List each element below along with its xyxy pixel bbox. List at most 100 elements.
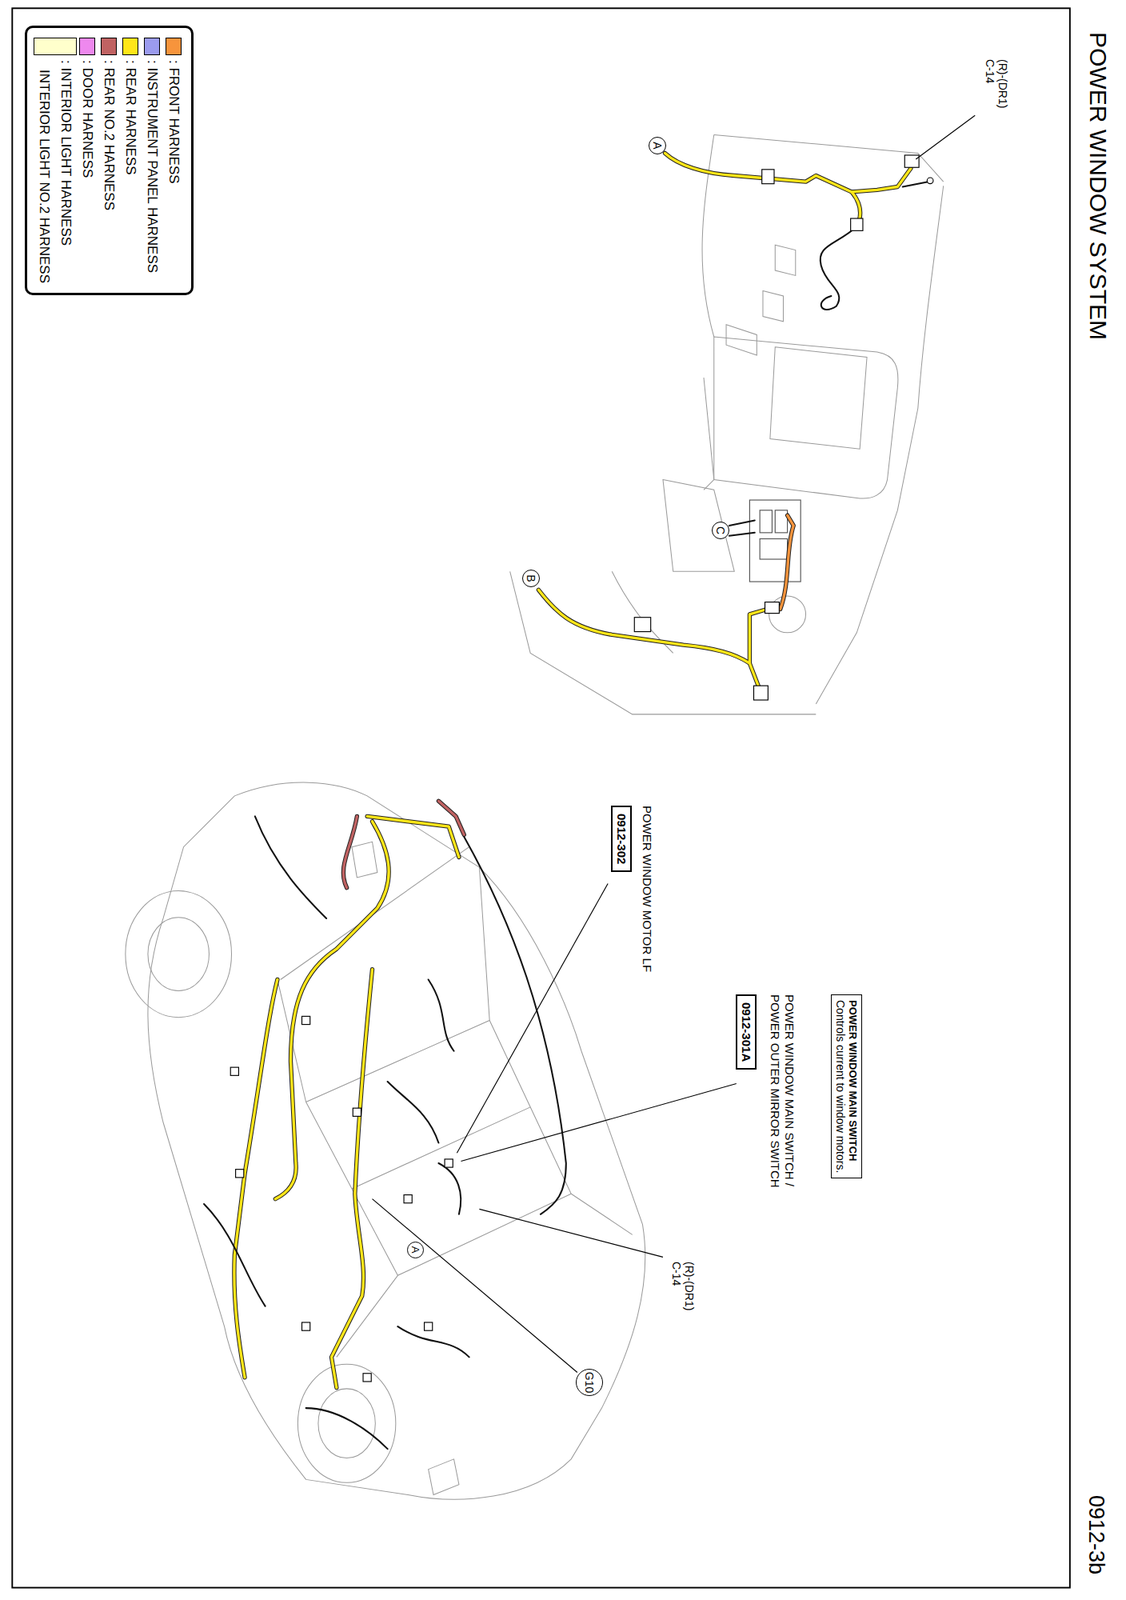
- circle-letter: G10: [583, 1371, 595, 1393]
- pedal: [726, 324, 757, 356]
- harness: [749, 609, 767, 664]
- reference-block: POWER WINDOW MAIN SWITCH / POWER OUTER M…: [735, 994, 797, 1198]
- connection-circle: B: [522, 569, 540, 587]
- harness: [538, 589, 760, 690]
- connection-circle: C: [711, 521, 730, 540]
- connector: [352, 1107, 361, 1116]
- legend-text: : INSTRUMENT PANEL HARNESS: [141, 59, 164, 273]
- harness: [343, 815, 357, 887]
- floor-edge: [510, 570, 817, 715]
- wheel: [318, 1388, 376, 1458]
- wire: [428, 978, 455, 1051]
- harness-outline: [234, 152, 911, 1387]
- legend-row: : REAR NO.2 HARNESS: [98, 37, 120, 284]
- junction-box: [749, 499, 801, 582]
- component-name: POWER WINDOW MAIN SWITCH / POWER OUTER M…: [767, 994, 797, 1198]
- floor-edge: [702, 134, 715, 337]
- wire: [463, 836, 567, 1214]
- legend-box: : FRONT HARNESS: INSTRUMENT PANEL HARNES…: [24, 25, 194, 296]
- circle-letter: A: [651, 141, 663, 149]
- component-name: POWER WINDOW MOTOR LF: [639, 805, 655, 972]
- pedal: [774, 244, 796, 276]
- legend-text: INTERIOR LIGHT NO.2 HARNESS: [33, 69, 56, 284]
- relay: [759, 539, 787, 560]
- mount: [769, 595, 807, 633]
- wires: [203, 181, 929, 1449]
- rear-harness: [234, 152, 911, 1387]
- relay: [759, 510, 772, 533]
- legend-row: INTERIOR LIGHT NO.2 HARNESS: [33, 37, 56, 284]
- harness: [275, 821, 389, 1199]
- connectors: [230, 155, 934, 1382]
- connector: [904, 155, 919, 168]
- note-heading: POWER WINDOW MAIN SWITCH: [846, 999, 859, 1173]
- leader-line: [915, 115, 975, 160]
- rear-no2-harness: [343, 800, 464, 887]
- legend-text: : REAR HARNESS: [119, 59, 142, 176]
- circle-letter: C: [714, 526, 727, 535]
- lamp: [351, 841, 378, 878]
- floor-edge: [815, 185, 943, 704]
- legend-row: : DOOR HARNESS: [76, 37, 99, 284]
- car-outline: [125, 782, 646, 1499]
- harness: [438, 800, 464, 835]
- leader-lines: [372, 115, 976, 1372]
- legend-swatch: [101, 37, 118, 56]
- connector: [302, 1321, 311, 1330]
- harness: [331, 969, 372, 1388]
- note-text: Controls current to window motors.: [834, 999, 847, 1173]
- connector: [363, 1373, 372, 1382]
- connector: [765, 602, 780, 614]
- car-body: [147, 782, 646, 1499]
- leader-line: [456, 883, 608, 1154]
- harness: [780, 515, 795, 609]
- harness: [749, 609, 767, 664]
- page-title: POWER WINDOW SYSTEM: [1084, 31, 1112, 340]
- ground-point: [926, 177, 934, 184]
- junction-box-body: [749, 499, 801, 582]
- legend-swatch: [123, 37, 140, 56]
- legend-swatch: [33, 37, 56, 56]
- legend-swatch: [79, 37, 96, 56]
- lamp: [428, 1458, 460, 1495]
- callout-label: (R)-(DR1) C-14: [670, 1259, 696, 1321]
- wire: [397, 1325, 469, 1357]
- harness: [438, 800, 464, 835]
- wire: [820, 226, 858, 310]
- reference-number: 0912-302: [614, 813, 629, 864]
- legend-row: : INTERIOR LIGHT HARNESS: [55, 37, 77, 284]
- relay: [774, 510, 787, 533]
- legend-swatch: [55, 37, 77, 56]
- reference-block: POWER WINDOW MOTOR LF 0912-302: [610, 805, 655, 972]
- reference-box: 0912-302: [610, 805, 632, 872]
- page-frame: [11, 7, 1071, 1587]
- connector: [753, 685, 768, 700]
- connector: [444, 1158, 453, 1167]
- wire: [902, 181, 929, 187]
- wheel: [147, 917, 210, 991]
- wire: [306, 1407, 388, 1449]
- legend-text: : DOOR HARNESS: [76, 59, 99, 178]
- dashboard-outline: [510, 134, 944, 714]
- legend-text: : INTERIOR LIGHT HARNESS: [55, 59, 77, 246]
- wire: [203, 1203, 266, 1306]
- cabin-line: [306, 1019, 572, 1275]
- reference-box: 0912-301A: [735, 994, 757, 1070]
- harness: [343, 815, 357, 887]
- legend-row: : FRONT HARNESS: [163, 37, 185, 284]
- connector: [302, 1015, 311, 1024]
- note-box: POWER WINDOW MAIN SWITCHControls current…: [830, 994, 863, 1178]
- connector: [424, 1321, 433, 1330]
- legend-swatch: [144, 37, 161, 56]
- legend-text: : REAR NO.2 HARNESS: [98, 59, 120, 211]
- leader-line: [460, 1083, 736, 1162]
- connector: [230, 1066, 239, 1075]
- callout-label: 0912-3b: [1083, 1493, 1109, 1576]
- legend-text: : FRONT HARNESS: [163, 59, 185, 184]
- connection-circle: A: [648, 136, 667, 155]
- door-line: [351, 1106, 531, 1189]
- legend-row: : INSTRUMENT PANEL HARNESS: [141, 37, 164, 284]
- harness: [367, 815, 460, 857]
- harness: [665, 152, 911, 192]
